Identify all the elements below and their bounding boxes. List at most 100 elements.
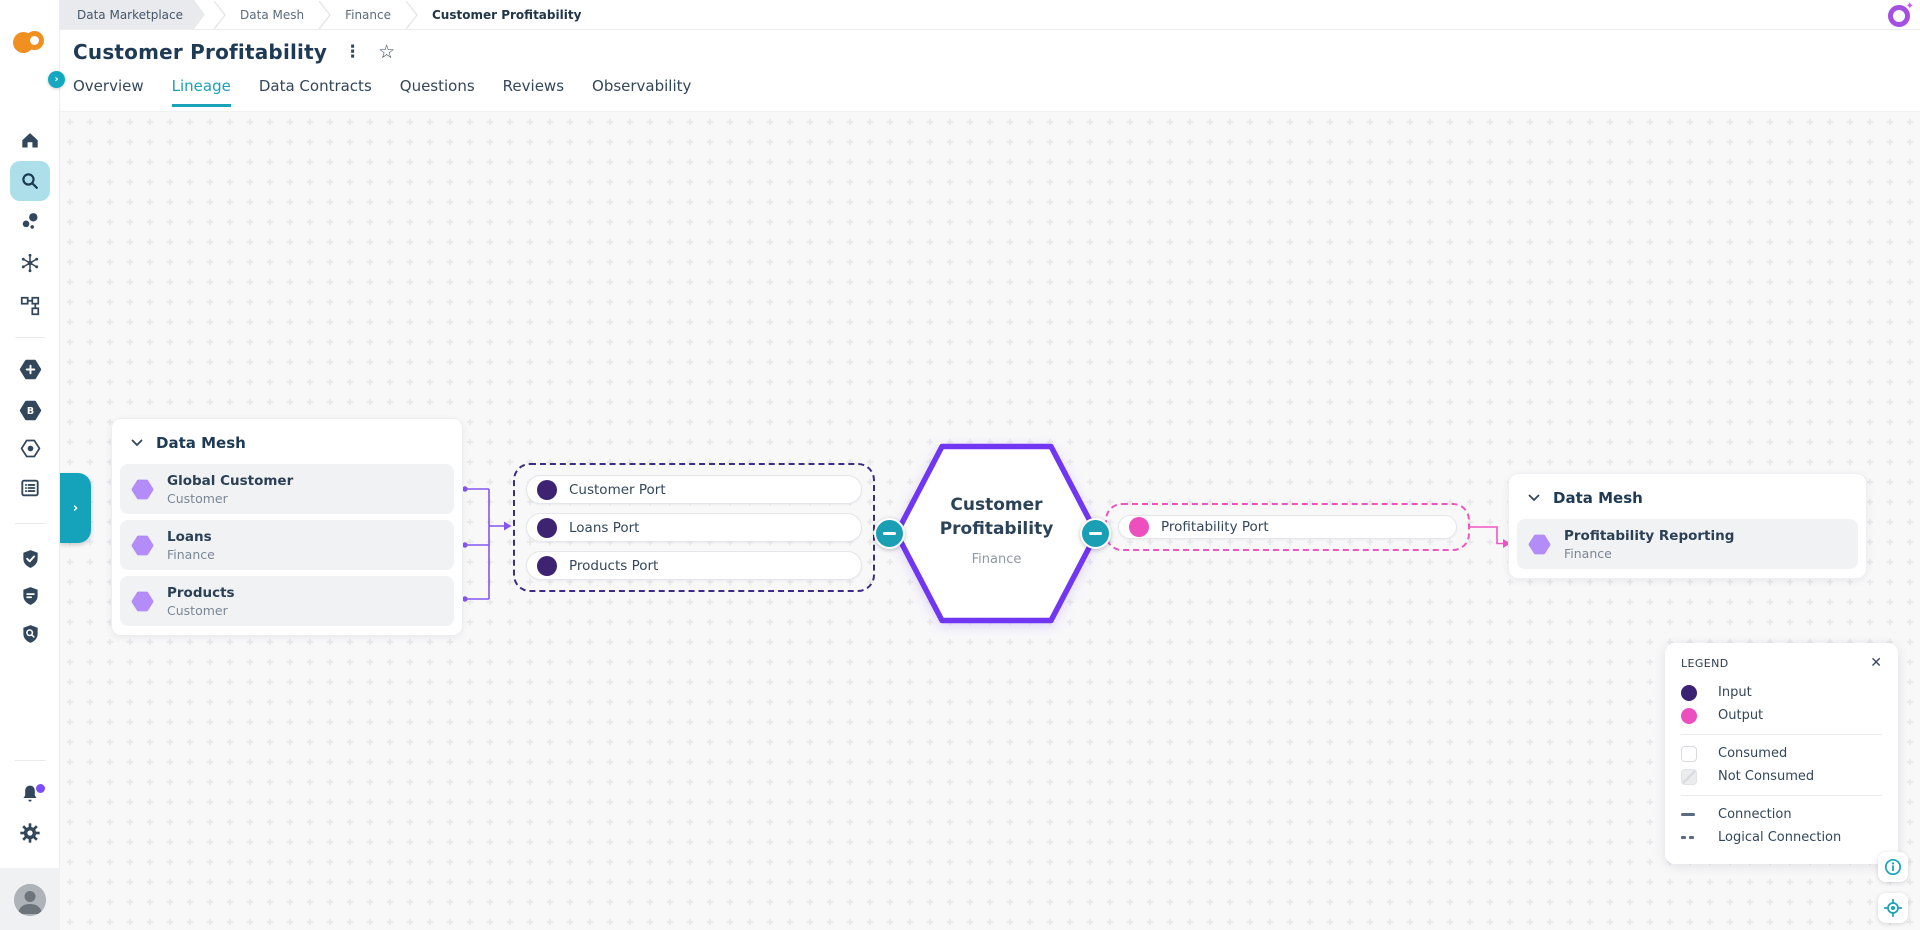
sidebar-divider — [15, 523, 45, 524]
hexagon-icon — [130, 534, 155, 557]
entity-domain: Finance — [167, 547, 215, 562]
gear-icon — [19, 822, 41, 844]
port-label: Customer Port — [569, 482, 666, 498]
tab-data-contracts[interactable]: Data Contracts — [259, 77, 372, 107]
entity-domain: Customer — [167, 603, 235, 618]
legend-row-input: Input — [1681, 681, 1882, 704]
input-swatch — [1681, 685, 1697, 701]
logical-connection-swatch — [1681, 830, 1697, 846]
legend-label: Input — [1718, 685, 1752, 700]
breadcrumb: Data Marketplace Data Mesh Finance Custo… — [60, 0, 1920, 30]
hexagon-b-icon: B — [19, 400, 42, 421]
entity-name: Products — [167, 585, 235, 601]
port-label: Products Port — [569, 558, 658, 574]
fit-view-button[interactable] — [1878, 893, 1908, 923]
legend-row-output: Output — [1681, 704, 1882, 727]
sidebar-item-settings[interactable] — [0, 820, 60, 846]
favorite-star-icon[interactable]: ☆ — [378, 43, 395, 62]
entity-name: Global Customer — [167, 473, 293, 489]
chevron-down-icon[interactable] — [131, 439, 143, 447]
entity-domain: Finance — [1564, 546, 1734, 561]
hexagon-plus-icon — [19, 359, 42, 380]
expand-panel-icon[interactable]: › — [60, 473, 91, 543]
sidebar-item-policies[interactable] — [0, 583, 60, 609]
search-icon — [19, 170, 41, 192]
tab-lineage[interactable]: Lineage — [172, 77, 231, 107]
list-icon — [19, 477, 41, 499]
port-loans[interactable]: Loans Port — [526, 513, 862, 542]
entity-global-customer[interactable]: Global Customer Customer — [120, 464, 454, 514]
legend-row-logical-connection: Logical Connection — [1681, 826, 1882, 849]
target-icon — [1884, 899, 1902, 917]
lineage-canvas[interactable]: › Data Mesh Global Customer Customer Loa… — [60, 112, 1920, 930]
connection-swatch — [1681, 807, 1697, 823]
sidebar-divider — [15, 760, 45, 761]
entity-name: Loans — [167, 529, 215, 545]
input-port-icon — [537, 480, 557, 500]
sitemap-icon — [19, 295, 41, 317]
sidebar-item-home[interactable] — [0, 127, 60, 153]
tab-reviews[interactable]: Reviews — [503, 77, 564, 107]
consumed-swatch — [1681, 746, 1697, 762]
port-customer[interactable]: Customer Port — [526, 475, 862, 504]
entity-loans[interactable]: Loans Finance — [120, 520, 454, 570]
sidebar-expand-icon[interactable]: › — [48, 71, 65, 88]
output-ports-group: Profitability Port — [1105, 503, 1470, 551]
sidebar-item-knowledge-graph[interactable] — [0, 250, 60, 276]
target-group-panel: Data Mesh Profitability Reporting Financ… — [1508, 473, 1867, 579]
collapse-outputs-icon[interactable] — [1080, 518, 1111, 549]
port-label: Loans Port — [569, 520, 639, 536]
legend-label: Output — [1718, 708, 1763, 723]
tab-observability[interactable]: Observability — [592, 77, 691, 107]
group-title: Data Mesh — [1553, 489, 1643, 507]
node-title: Customer Profitability — [937, 494, 1057, 542]
breadcrumb-item-data-marketplace[interactable]: Data Marketplace — [60, 0, 205, 29]
sidebar-item-notifications[interactable] — [0, 781, 60, 807]
breadcrumb-item-data-mesh[interactable]: Data Mesh — [234, 0, 310, 29]
port-products[interactable]: Products Port — [526, 551, 862, 580]
breadcrumb-item-customer-profitability: Customer Profitability — [426, 0, 587, 29]
legend-panel: LEGEND ✕ Input Output Consumed Not Consu… — [1665, 643, 1898, 864]
shield-search-icon — [20, 623, 41, 645]
collapse-inputs-icon[interactable] — [874, 518, 905, 549]
sidebar-item-create-product[interactable] — [0, 356, 60, 382]
sidebar-item-business-glossary[interactable]: B — [0, 397, 60, 423]
sidebar-item-catalog-list[interactable] — [0, 475, 60, 501]
port-profitability[interactable]: Profitability Port — [1118, 515, 1457, 539]
legend-row-consumed: Consumed — [1681, 742, 1882, 765]
close-icon[interactable]: ✕ — [1870, 656, 1882, 670]
sidebar-item-audit[interactable] — [0, 621, 60, 647]
source-group-panel: Data Mesh Global Customer Customer Loans… — [111, 418, 463, 636]
page-header: Customer Profitability ⋮ ☆ Overview Line… — [60, 30, 1920, 112]
shield-report-icon — [20, 585, 41, 607]
sidebar-item-search[interactable] — [10, 161, 50, 201]
ai-assistant-icon[interactable]: ✦ — [1888, 3, 1913, 28]
data-product-node[interactable]: Customer Profitability Finance — [893, 443, 1100, 624]
sidebar-item-lineage[interactable] — [0, 293, 60, 319]
data-products-icon — [19, 210, 41, 232]
app-logo-icon — [13, 26, 45, 58]
sidebar-divider — [15, 337, 45, 338]
breadcrumb-item-finance[interactable]: Finance — [339, 0, 397, 29]
entity-products[interactable]: Products Customer — [120, 576, 454, 626]
entity-profitability-reporting[interactable]: Profitability Reporting Finance — [1517, 519, 1858, 569]
legend-label: Connection — [1718, 807, 1792, 822]
hexagon-icon — [130, 478, 155, 501]
page-title: Customer Profitability — [73, 40, 327, 64]
sidebar-item-domains[interactable] — [0, 435, 60, 461]
input-ports-group: Customer Port Loans Port Products Port — [513, 463, 875, 592]
more-options-icon[interactable]: ⋮ — [344, 44, 361, 61]
sidebar: › B — [0, 0, 60, 930]
info-button[interactable] — [1878, 852, 1908, 882]
breadcrumb-separator-icon — [405, 0, 418, 29]
breadcrumb-separator-icon — [213, 0, 226, 29]
user-avatar[interactable] — [14, 884, 46, 916]
tab-questions[interactable]: Questions — [400, 77, 475, 107]
hexagon-icon — [1527, 533, 1552, 556]
tab-overview[interactable]: Overview — [73, 77, 144, 107]
chevron-down-icon[interactable] — [1528, 494, 1540, 502]
sidebar-item-data-products[interactable] — [0, 208, 60, 234]
svg-text:B: B — [26, 405, 33, 416]
legend-divider — [1681, 795, 1882, 796]
sidebar-item-data-quality[interactable] — [0, 546, 60, 572]
